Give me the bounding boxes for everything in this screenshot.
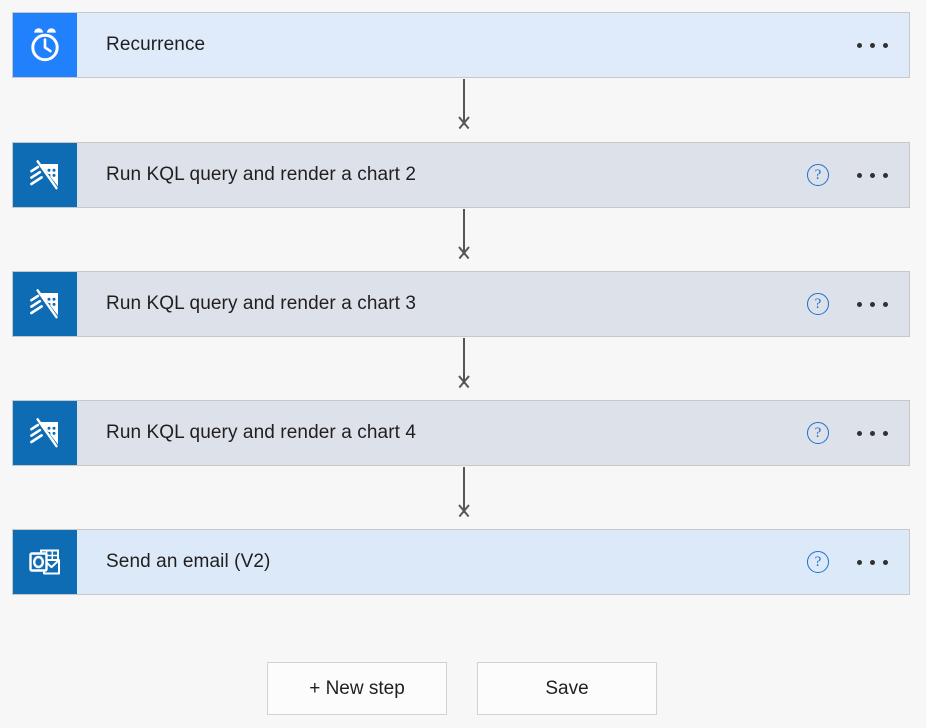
- new-step-button[interactable]: + New step: [267, 662, 447, 715]
- flow-connector-arrow-3: [454, 338, 474, 400]
- flow-step-title: Run KQL query and render a chart 4: [106, 422, 417, 443]
- azure-data-explorer-icon: [13, 143, 77, 207]
- flow-step-actions: ?: [807, 272, 909, 336]
- more-options-icon[interactable]: [855, 425, 890, 442]
- flow-step-title: Run KQL query and render a chart 2: [106, 164, 417, 185]
- flow-step-actions: ?: [807, 143, 909, 207]
- flow-step-card-send-email[interactable]: Send an email (V2) ?: [12, 529, 910, 595]
- alarm-clock-icon: [13, 13, 77, 77]
- flow-step-card-recurrence[interactable]: Recurrence: [12, 12, 910, 78]
- flow-step-title: Recurrence: [106, 34, 206, 55]
- more-options-icon[interactable]: [855, 296, 890, 313]
- flow-step-actions: [855, 13, 909, 77]
- flow-step-card-kql-chart-4[interactable]: Run KQL query and render a chart 4 ?: [12, 400, 910, 466]
- help-icon[interactable]: ?: [807, 293, 829, 315]
- flow-connector-arrow-2: [454, 209, 474, 271]
- flow-step-actions: ?: [807, 530, 909, 594]
- flow-step-title: Run KQL query and render a chart 3: [106, 293, 417, 314]
- help-icon[interactable]: ?: [807, 422, 829, 444]
- flow-connector-arrow-1: [454, 79, 474, 141]
- flow-step-card-kql-chart-2[interactable]: Run KQL query and render a chart 2 ?: [12, 142, 910, 208]
- save-button[interactable]: Save: [477, 662, 657, 715]
- flow-step-actions: ?: [807, 401, 909, 465]
- azure-data-explorer-icon: [13, 401, 77, 465]
- more-options-icon[interactable]: [855, 167, 890, 184]
- more-options-icon[interactable]: [855, 37, 890, 54]
- outlook-icon: [13, 530, 77, 594]
- help-icon[interactable]: ?: [807, 551, 829, 573]
- flow-step-card-kql-chart-3[interactable]: Run KQL query and render a chart 3 ?: [12, 271, 910, 337]
- azure-data-explorer-icon: [13, 272, 77, 336]
- flow-connector-arrow-4: [454, 467, 474, 529]
- more-options-icon[interactable]: [855, 554, 890, 571]
- help-icon[interactable]: ?: [807, 164, 829, 186]
- flow-step-title: Send an email (V2): [106, 551, 271, 572]
